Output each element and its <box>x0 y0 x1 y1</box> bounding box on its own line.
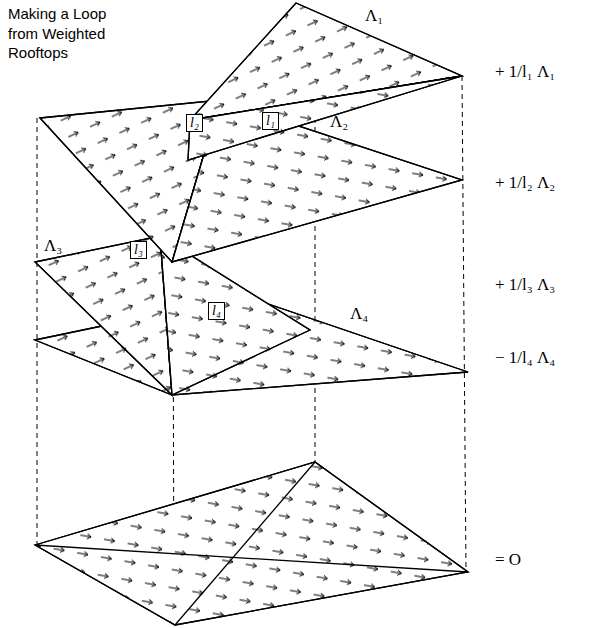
weighted-term: + 1/l₃ Λ₃ <box>495 275 555 295</box>
edge-length-box: l₄ <box>208 302 225 320</box>
weighted-term: + 1/l₂ Λ₂ <box>495 173 555 193</box>
edge-length-box: l₃ <box>130 241 147 259</box>
basis-name: Λ₃ <box>44 236 62 256</box>
sum-result: = O <box>495 550 521 570</box>
rooftop-1 <box>188 3 462 160</box>
basis-name: Λ₁ <box>365 6 383 26</box>
basis-name: Λ₂ <box>330 112 348 132</box>
weighted-term: + 1/l₁ Λ₁ <box>495 62 555 82</box>
figure-title: Making a Loop from Weighted Rooftops <box>8 4 126 63</box>
edge-length-label: l₃ <box>134 242 143 257</box>
edge-length-label: l₂ <box>190 115 199 130</box>
edge-length-label: l₄ <box>212 303 221 318</box>
sum-layer <box>35 462 468 625</box>
edge-length-box: l₂ <box>186 114 203 132</box>
weighted-term: − 1/l₄ Λ₄ <box>495 348 555 368</box>
edge-length-label: l₁ <box>266 113 275 128</box>
edge-length-box: l₁ <box>262 112 279 130</box>
basis-name: Λ₄ <box>350 304 368 324</box>
